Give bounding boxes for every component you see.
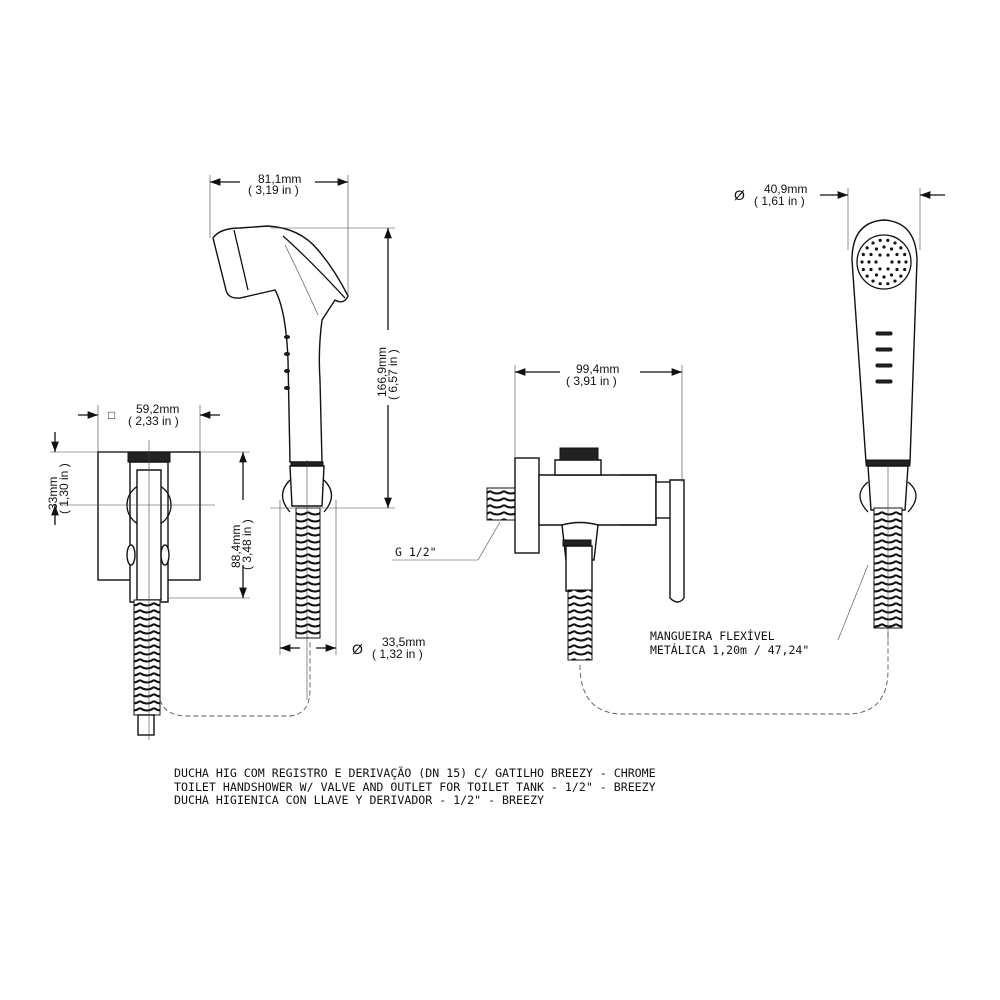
description-line: DUCHA HIGIENICA CON LLAVE Y DERIVADOR - … <box>174 793 544 807</box>
valve-flange <box>514 457 540 554</box>
dim-label-mm: 81,1mm <box>258 172 301 186</box>
dim-label-mm: 40,9mm <box>764 182 807 196</box>
hose-path-left <box>159 640 311 717</box>
dimension-plate-height: 88,4mm ( 3,48 in ) <box>168 451 254 599</box>
dim-label-in: ( 1,61 in ) <box>754 194 805 208</box>
spray-hole <box>874 273 879 277</box>
spray-hole <box>895 267 899 272</box>
dim-label-in: ( 2,33 in ) <box>128 414 179 428</box>
dim-label-in: ( 3,91 in ) <box>566 374 617 388</box>
spray-holes <box>860 238 908 286</box>
spray-hole <box>878 267 882 271</box>
dimension-holder-diameter: Ø 33,5mm ( 1,32 in ) <box>279 500 425 661</box>
spray-hole <box>878 282 882 286</box>
valve-body <box>538 474 657 526</box>
spray-hole <box>867 260 871 264</box>
spray-hole <box>897 260 901 264</box>
dim-label-in: ( 6,57 in ) <box>386 349 400 400</box>
spray-hole <box>899 246 903 250</box>
spray-hole <box>904 260 908 264</box>
hose-side <box>295 507 321 639</box>
spray-hole <box>890 260 894 264</box>
thread-label: G 1/2" <box>395 545 437 559</box>
valve-lever <box>669 479 685 603</box>
hose-valve <box>567 589 593 661</box>
spray-hole <box>886 238 890 242</box>
product-description: DUCHA HIG COM REGISTRO E DERIVAÇÃO (DN 1… <box>174 766 656 808</box>
spray-hole <box>886 253 890 257</box>
diameter-symbol: Ø <box>734 187 745 203</box>
hose-label-line2: METÁLICA 1,20m / 47,24" <box>650 642 809 657</box>
dim-label-mm: 33mm <box>46 477 60 510</box>
spray-hole <box>874 247 879 251</box>
front-grip-marks <box>875 331 893 384</box>
description-line: TOILET HANDSHOWER W/ VALVE AND OUTLET FO… <box>174 779 656 794</box>
diameter-symbol: Ø <box>352 641 363 657</box>
dimension-plate-offset: 33mm ( 1,30 in ) <box>46 432 128 525</box>
spray-hole <box>871 279 875 283</box>
dimension-handshower-height: 166,9mm ( 6,57 in ) <box>270 227 400 508</box>
handshower-body <box>212 225 349 463</box>
spray-hole <box>878 238 882 242</box>
spray-hole <box>861 252 865 257</box>
spray-hole <box>865 246 869 250</box>
dimension-handshower-width: 81,1mm ( 3,19 in ) <box>209 172 349 296</box>
valve-knurled-cap <box>559 447 599 461</box>
spray-hole <box>886 267 890 271</box>
spray-hole <box>869 267 873 272</box>
spray-hole <box>878 253 882 257</box>
spray-hole <box>893 241 897 245</box>
hose-path-right <box>579 630 889 715</box>
dim-label-mm: 99,4mm <box>576 362 619 376</box>
grip-marks <box>284 335 290 390</box>
dimension-valve-width: 99,4mm ( 3,91 in ) <box>514 362 683 482</box>
spray-hole <box>874 260 878 264</box>
spray-hole <box>899 274 903 278</box>
valve-view <box>486 447 685 661</box>
spray-hole <box>882 275 886 279</box>
handshower-side-view <box>212 225 395 700</box>
dimension-plate-side: □ 59,2mm ( 2,33 in ) <box>78 402 220 452</box>
dim-label-mm: 88,4mm <box>229 525 243 568</box>
spray-hole <box>871 241 875 245</box>
spray-hole <box>882 245 886 249</box>
spray-hole <box>903 267 907 272</box>
spray-hole <box>886 282 890 286</box>
hose-left <box>133 599 161 716</box>
dim-label-mm: 59,2mm <box>136 402 179 416</box>
spray-hole <box>860 260 864 264</box>
spray-hole <box>861 267 865 272</box>
handshower-front-view <box>851 219 918 640</box>
dim-label-in: ( 3,19 in ) <box>248 183 299 197</box>
spray-hole <box>869 252 873 257</box>
spray-hole <box>903 252 907 257</box>
thread-callout: G 1/2" <box>392 521 501 561</box>
dim-label-in: ( 3,48 in ) <box>240 519 254 570</box>
dimension-head-diameter: Ø 40,9mm ( 1,61 in ) <box>734 182 945 250</box>
spray-hole <box>889 273 894 277</box>
hose-label-line1: MANGUEIRA FLEXÍVEL <box>650 628 775 643</box>
spray-hole <box>865 274 869 278</box>
square-symbol: □ <box>108 408 115 422</box>
spray-hole <box>895 252 899 257</box>
description-line: DUCHA HIG COM REGISTRO E DERIVAÇÃO (DN 1… <box>174 766 656 780</box>
thread-nipple <box>486 487 516 521</box>
hose-callout: MANGUEIRA FLEXÍVEL METÁLICA 1,20m / 47,2… <box>650 564 869 657</box>
wall-plate-front-view <box>60 440 215 740</box>
spray-hole <box>889 247 894 251</box>
dim-label-mm: 33,5mm <box>382 635 425 649</box>
handshower-front-body <box>851 219 918 463</box>
dim-label-in: ( 1,32 in ) <box>372 647 423 661</box>
spray-face <box>856 234 912 290</box>
spray-hole <box>893 279 897 283</box>
dim-label-mm: 166,9mm <box>375 347 389 397</box>
dim-label-in: ( 1,30 in ) <box>57 463 71 514</box>
